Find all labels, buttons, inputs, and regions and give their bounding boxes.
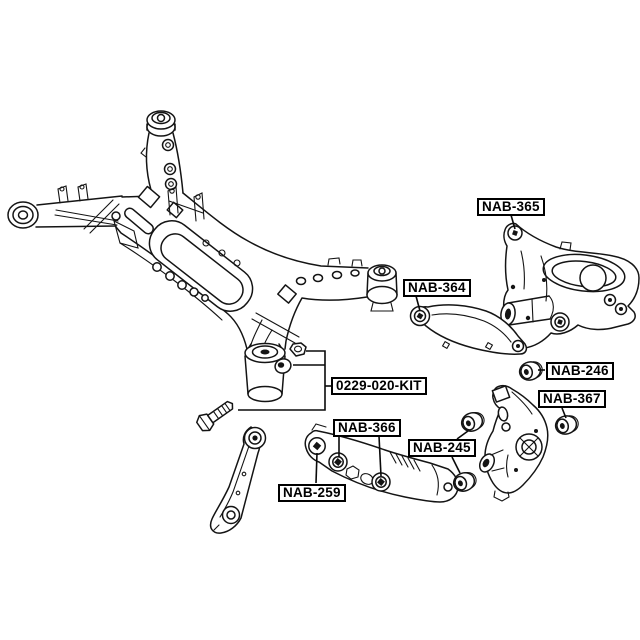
kit-nut-icon	[289, 342, 307, 357]
label-nab-245: NAB-245	[408, 439, 476, 457]
bushing-nab-367-icon	[552, 412, 582, 438]
stay-arm-drawing	[209, 426, 267, 534]
label-nab-246: NAB-246	[546, 362, 614, 380]
bushing-nab-364-icon	[409, 305, 431, 327]
label-nab-367: NAB-367	[538, 390, 606, 408]
kit-washer-icon	[274, 358, 292, 374]
kit-bolt-icon	[195, 400, 234, 432]
subframe-crossmember-drawing	[7, 110, 398, 403]
label-0229-020-kit: 0229-020-KIT	[331, 377, 427, 395]
subframe-mount-bushing-icon	[244, 342, 286, 403]
label-nab-259: NAB-259	[278, 484, 346, 502]
subframe-left-bushing-icon	[7, 201, 39, 229]
leader-lines	[238, 214, 567, 484]
lower-control-arm-drawing	[304, 423, 459, 503]
bushing-nab-245-upper-icon	[458, 408, 488, 435]
subframe-right-bushing-icon	[366, 264, 398, 312]
subframe-top-bushing-icon	[146, 110, 176, 137]
label-nab-366: NAB-366	[333, 419, 401, 437]
bushing-nab-365-icon	[507, 225, 523, 241]
upper-control-arm-drawing	[409, 304, 528, 355]
upper-arm-bracket-drawing	[500, 222, 640, 349]
label-nab-364: NAB-364	[403, 279, 471, 297]
label-nab-365: NAB-365	[477, 198, 545, 216]
rear-knuckle-drawing	[478, 384, 549, 502]
